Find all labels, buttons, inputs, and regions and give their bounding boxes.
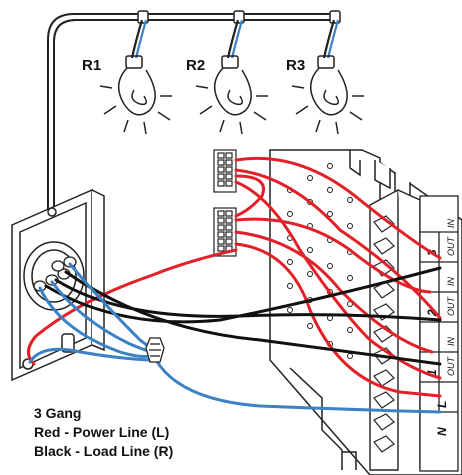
module-edge-connector [289,367,357,470]
legend-title: 3 Gang [34,405,82,421]
bulb-icon [291,55,364,135]
terminal-label-out-1: OUT [446,356,456,377]
legend: 3 Gang Red - Power Line (L) Black - Load… [34,404,173,461]
terminal-label-in-1: IN [446,336,456,346]
terminal-label-ch2: 2 [425,309,439,317]
legend-black-line: Black - Load Line (R) [34,443,174,459]
jumper-connector-top [213,149,237,193]
lamp-drop-wires [130,19,340,59]
cable-junctions [137,10,341,24]
red-wires [27,156,442,398]
terminal-label-out-2: OUT [446,296,456,317]
terminal-label-out-3: OUT [446,236,456,257]
bulb-icon [195,55,268,135]
terminal-label-live: L [435,401,449,408]
lamp-label-r2: R2 [186,57,205,74]
lamp-label-r1: R1 [82,57,101,74]
terminal-label-strip [419,195,459,472]
wire-nut-icon [145,337,165,363]
terminal-label-in-3: IN [446,218,456,228]
jumper-connector-bottom [213,207,237,257]
terminal-label-in-2: IN [446,276,456,286]
lamp-label-r3: R3 [286,57,305,74]
legend-red-line: Red - Power Line (L) [34,424,170,440]
terminal-label-neutral: N [435,427,449,436]
terminal-label-ch1: 1 [425,369,439,376]
bulb-icon [99,55,172,135]
overhead-cable [47,13,335,215]
